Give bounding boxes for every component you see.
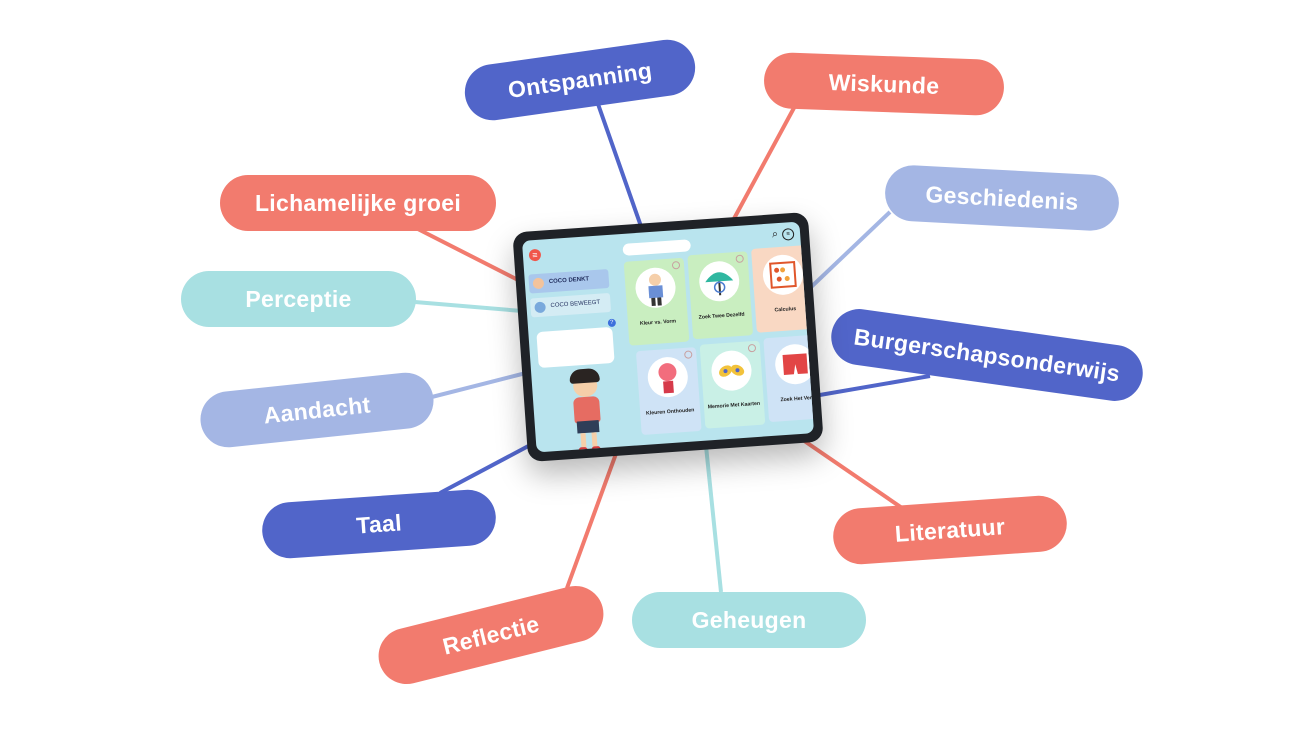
candy-icon [710,349,753,392]
topic-perceptie: Perceptie [181,271,416,327]
connector-aandacht [419,371,527,402]
cart-icon[interactable]: ≡ [781,227,795,241]
connector-wiskunde [728,105,797,227]
help-icon[interactable]: ? [607,318,617,328]
connector-perceptie [414,300,523,313]
boy-icon [634,266,677,310]
game-label: Zoek Het Vers [780,394,815,404]
heart-icon[interactable] [671,260,681,270]
coco-character [567,367,607,453]
tab-label: COCO DENKT [548,276,590,286]
connector-taal [439,441,535,495]
game-card[interactable]: Kleur vs. Vorm [623,257,690,346]
game-card[interactable]: Memorie Met Kaarten [699,340,766,429]
tab-label: COCO BEWEEGT [550,299,601,310]
topic-wiskunde: Wiskunde [763,51,1005,117]
connector-lichamelijke-groei [409,223,523,284]
abacus-icon [761,253,805,297]
speech-bubble [536,326,615,369]
umbrella-icon [697,259,741,303]
connector-reflectie [565,450,619,589]
game-label: Calculus [774,305,797,314]
tab-coco-denkt[interactable]: COCO DENKT [528,269,610,294]
game-card[interactable]: Calculus [751,244,815,333]
app-title-bar [622,239,692,256]
tablet-device: ≡ ⌕ ≡ COCO DENKT COCO BEWEEGT ? Kleur vs… [512,211,824,463]
tab-coco-beweegt[interactable]: COCO BEWEEGT [529,292,612,318]
connector-ontspanning [596,103,645,233]
topic-lichamelijke-groei: Lichamelijke groei [220,175,496,231]
game-label: Kleuren Onthouden [645,407,695,417]
app-screen: ≡ ⌕ ≡ COCO DENKT COCO BEWEEGT ? Kleur vs… [521,221,815,453]
heart-icon[interactable] [684,350,693,359]
game-label: Zoek Twee Dezelfd [698,311,745,321]
shorts-icon [773,342,815,386]
topic-geheugen: Geheugen [632,592,866,648]
game-label: Kleur vs. Vorm [639,318,677,327]
gumball-machine-icon [646,355,690,399]
connector-burgerschapsonderwijs [813,374,931,398]
heart-icon[interactable] [747,343,757,353]
game-label: Memorie Met Kaarten [707,400,761,411]
connector-geschiedenis [806,210,892,292]
menu-icon[interactable]: ≡ [528,248,542,262]
game-card[interactable]: Zoek Twee Dezelfd [687,251,754,340]
game-card[interactable]: Zoek Het Vers [763,334,815,423]
avatar-icon [532,277,545,290]
game-card[interactable]: Kleuren Onthouden [635,347,702,436]
avatar-icon [534,301,546,314]
connector-geheugen [704,445,723,593]
connector-literatuur [798,436,907,512]
heart-icon[interactable] [735,254,744,264]
search-icon[interactable]: ⌕ [771,228,779,241]
